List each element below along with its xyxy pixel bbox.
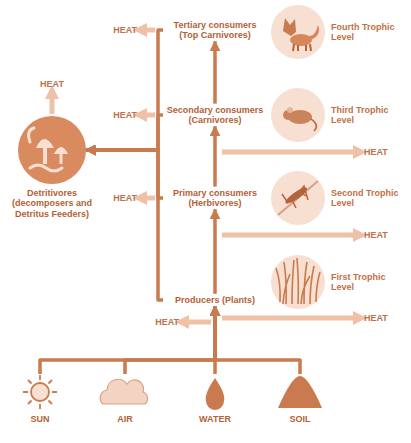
level-circle — [271, 171, 325, 225]
level-label: Producers (Plants) — [163, 295, 267, 305]
level-circle — [271, 88, 325, 142]
level-label: Secondary consumers (Carnivores) — [163, 105, 267, 126]
heat-arrow — [50, 92, 55, 114]
heat-arrow — [222, 150, 360, 155]
cloud-icon — [100, 379, 147, 404]
grass-stalk — [278, 181, 318, 215]
source-icon: WATER — [200, 374, 230, 410]
trophic-level-circle: Third Trophic Level — [271, 88, 325, 142]
trophic-level-label: Second Trophic Level — [331, 188, 401, 209]
fox-head — [283, 18, 296, 36]
energy-flow-arrow — [86, 150, 163, 198]
consumer-level: Tertiary consumers (Top Carnivores) — [163, 19, 267, 42]
consumer-level: Primary consumers (Herbivores) — [163, 187, 267, 210]
grass-icon — [276, 258, 320, 304]
heat-arrow — [222, 233, 360, 238]
heat-arrow — [140, 196, 155, 201]
level-circles — [18, 5, 325, 309]
soil-icon — [278, 376, 322, 408]
heat-label: HEAT — [40, 79, 64, 89]
mushroom-cap — [36, 139, 54, 148]
water-drop — [206, 378, 225, 410]
source-icon: SOIL — [277, 374, 323, 410]
detritivore-circle: Detritivores (decomposers and Detritus F… — [18, 116, 86, 184]
mouse-icon — [283, 107, 316, 131]
fox-icon — [283, 18, 319, 51]
heat-label: HEAT — [364, 147, 388, 157]
sun-disc — [31, 383, 49, 401]
heat-arrow — [222, 316, 360, 321]
energy-flow-arrow — [40, 306, 215, 374]
energy-flow-arrow — [125, 306, 215, 374]
heat-label: HEAT — [364, 230, 388, 240]
worm — [29, 128, 62, 171]
mushroom-stem — [60, 154, 63, 164]
water-icon — [206, 378, 225, 410]
trophic-level-label: Fourth Trophic Level — [331, 22, 401, 43]
energy-flow-arrow — [213, 209, 217, 293]
level-circle — [271, 255, 325, 309]
source-icon: AIR — [102, 374, 148, 410]
trophic-level-label: Third Trophic Level — [331, 105, 401, 126]
soil-mound — [278, 376, 322, 408]
trophic-level-circle: Fourth Trophic Level — [271, 5, 325, 59]
trophic-level-label: First Trophic Level — [331, 272, 401, 293]
fox-legs — [293, 44, 311, 51]
mushroom-stem — [43, 148, 47, 164]
grasshopper-legs — [282, 186, 308, 208]
node-label: SUN — [15, 414, 65, 424]
node-label: Detritivores (decomposers and Detritus F… — [5, 188, 99, 219]
sun-rays — [23, 375, 57, 409]
energy-flow-arrow — [215, 306, 300, 374]
energy-flow-arrow — [213, 126, 217, 186]
energy-flow-arrow — [86, 150, 163, 300]
heat-arrow — [140, 28, 155, 33]
heat-arrow — [140, 113, 155, 118]
mushroom-cap — [54, 147, 68, 154]
energy-flow-arrow — [213, 41, 217, 103]
node-label: AIR — [100, 414, 150, 424]
grasshopper-icon — [278, 181, 318, 215]
heat-label: HEAT — [155, 317, 179, 327]
heat-label: HEAT — [113, 25, 137, 35]
level-label: Primary consumers (Herbivores) — [163, 188, 267, 209]
grass-blades — [276, 258, 320, 304]
source-icon: SUN — [20, 374, 60, 410]
energy-flow-arrow — [86, 115, 163, 150]
node-label: WATER — [190, 414, 240, 424]
heat-arrows — [52, 30, 360, 322]
heat-label: HEAT — [364, 313, 388, 323]
energy-flow-arrow — [86, 30, 163, 150]
heat-arrow — [182, 320, 211, 325]
heat-label: HEAT — [113, 193, 137, 203]
consumer-level: Secondary consumers (Carnivores) — [163, 104, 267, 127]
mouse-ear — [287, 107, 293, 113]
trophic-level-circle: First Trophic Level — [271, 255, 325, 309]
level-label: Tertiary consumers (Top Carnivores) — [163, 20, 267, 41]
level-circle — [271, 5, 325, 59]
trophic-level-circle: Second Trophic Level — [271, 171, 325, 225]
cloud — [100, 379, 147, 404]
detritivore-icon — [29, 128, 68, 171]
producer-level: Producers (Plants) — [163, 294, 267, 306]
detritivore-circle — [18, 116, 86, 184]
heat-label: HEAT — [113, 110, 137, 120]
node-label: SOIL — [275, 414, 325, 424]
sun-icon — [23, 375, 57, 409]
fox-tail — [309, 25, 319, 40]
mouse-tail — [311, 119, 316, 131]
